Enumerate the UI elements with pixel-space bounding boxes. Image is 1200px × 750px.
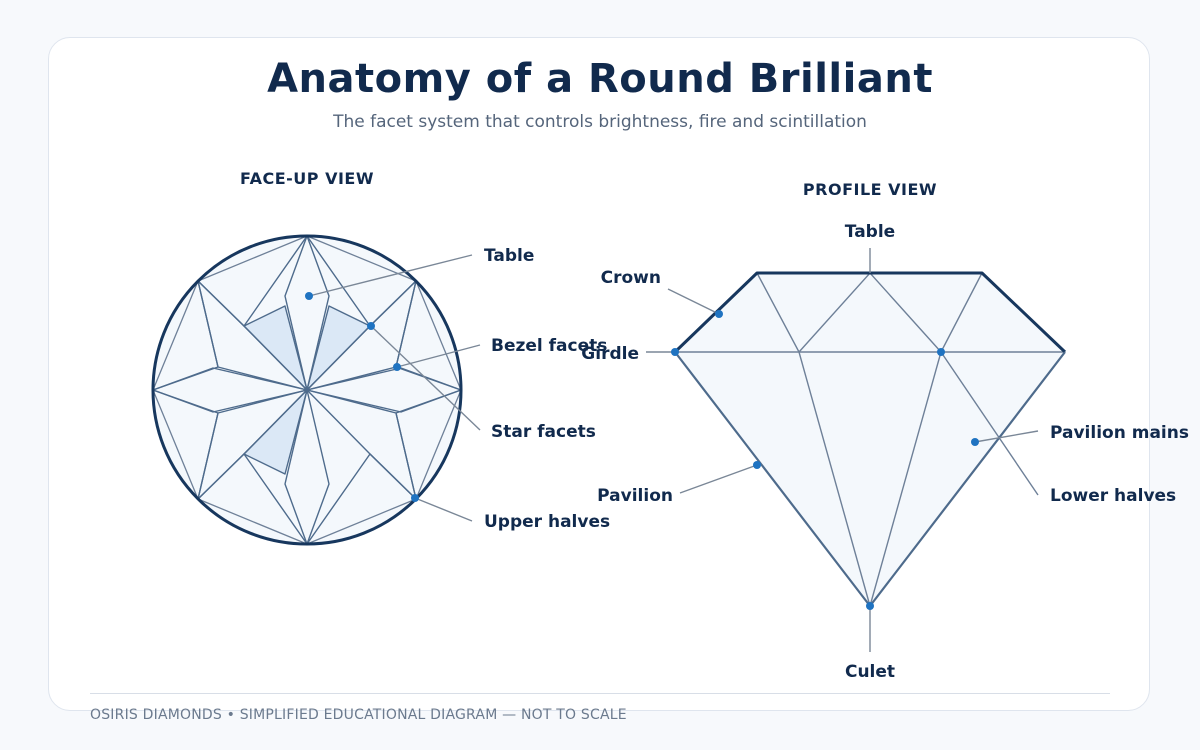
- label-crown: Crown: [601, 268, 661, 288]
- crown-marker: [715, 310, 723, 318]
- profile-leaders: [646, 248, 1039, 652]
- face-up-view: FACE-UP VIEW: [151, 169, 610, 546]
- main-marker: [937, 348, 945, 356]
- girdle-marker: [671, 348, 679, 356]
- girdle-outline: [151, 234, 463, 546]
- pavilion-mains-marker: [971, 438, 979, 446]
- face-up-view-title: FACE-UP VIEW: [240, 169, 374, 188]
- pavilion-marker: [753, 461, 761, 469]
- face-up-leaders: [308, 254, 481, 522]
- star-marker: [367, 322, 375, 330]
- label-upper-halves: Upper halves: [484, 512, 610, 532]
- profile-view-title: PROFILE VIEW: [803, 180, 937, 199]
- page-title: Anatomy of a Round Brilliant: [267, 56, 933, 102]
- label-culet: Culet: [845, 662, 895, 682]
- label-star-facets: Star facets: [491, 422, 596, 442]
- label-bezel-facets: Bezel facets: [491, 336, 607, 356]
- face-up-markers: [305, 292, 419, 502]
- profile-fill: [675, 273, 1065, 606]
- label-pavilion: Pavilion: [597, 486, 673, 506]
- label-pavilion-mains: Pavilion mains: [1050, 423, 1189, 443]
- label-lower-halves: Lower halves: [1050, 486, 1176, 506]
- page-subtitle: The facet system that controls brightnes…: [333, 112, 867, 132]
- upper-halves-lines: [152, 235, 462, 545]
- profile-markers: [671, 310, 979, 610]
- profile-view: PROFILE VIEW: [581, 180, 1189, 682]
- profile-facet-lines: [675, 271, 1065, 607]
- table-marker: [305, 292, 313, 300]
- label-table-profile: Table: [845, 222, 895, 242]
- culet-marker: [866, 602, 874, 610]
- label-table-faceup: Table: [484, 246, 534, 266]
- footer-note: OSIRIS DIAMONDS • SIMPLIFIED EDUCATIONAL…: [90, 707, 627, 723]
- upper-halves-marker: [411, 494, 419, 502]
- bezel-marker: [393, 363, 401, 371]
- label-girdle: Girdle: [581, 344, 639, 364]
- footer-divider: [90, 693, 1110, 694]
